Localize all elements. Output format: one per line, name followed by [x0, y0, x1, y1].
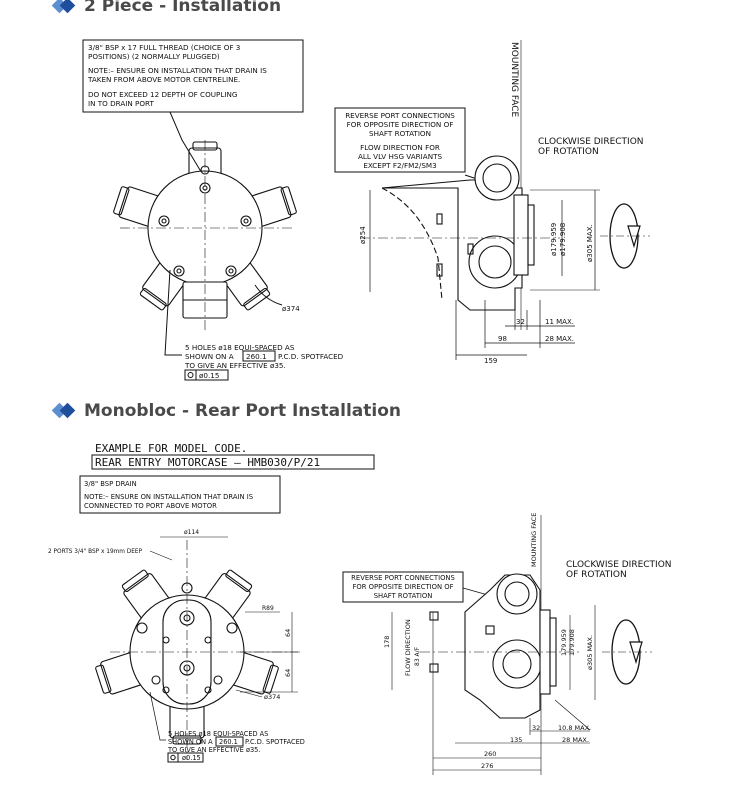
holes-note-text: SHOWN ON A: [185, 352, 234, 361]
note-text: FLOW DIRECTION FOR: [360, 143, 440, 152]
note-text: CONNNECTED TO PORT ABOVE MOTOR: [84, 502, 217, 510]
dim-label: ø305 MAX.: [586, 635, 594, 670]
ports-label: 2 PORTS 3/4" BSP x 19mm DEEP: [48, 549, 143, 555]
note-text: 3/8" BSP DRAIN: [84, 480, 137, 488]
drain-note-box: [79, 475, 281, 514]
holes-note-text: TO GIVE AN EFFECTIVE ø35.: [167, 746, 260, 754]
two-piece-drawing: 3/8" BSP x 17 FULL THREAD (CHOICE OF 3 P…: [82, 39, 650, 381]
leader-line: [169, 111, 204, 176]
note-text: EXCEPT F2/FM2/SM3: [363, 161, 436, 170]
dim-label: 135: [510, 736, 522, 744]
holes-note-text: P.C.D. SPOTFACED: [245, 738, 305, 746]
holes-pcd-value: 260.1: [246, 352, 267, 361]
side-view-monobloc: [429, 573, 557, 719]
note-text: FOR OPPOSITE DIRECTION OF: [347, 120, 454, 129]
reverse-port-note-box: [342, 571, 464, 603]
holes-note-text: P.C.D. SPOTFACED: [278, 352, 344, 361]
model-code-box: [91, 454, 375, 470]
reverse-port-note-box: [334, 107, 466, 173]
dim-label: 179.908: [568, 629, 576, 656]
note-text: FOR OPPOSITE DIRECTION OF: [353, 583, 454, 591]
dim-label: ø179.908: [559, 223, 567, 256]
holes-note-text: 5 HOLES ø18 EQUI-SPACED AS: [185, 343, 295, 352]
tolerance-value: ø0.15: [199, 371, 219, 380]
dim-label: 64: [284, 669, 292, 677]
mounting-face-label: MOUNTING FACE: [509, 42, 519, 118]
note-text: IN TO DRAIN PORT: [88, 99, 155, 108]
note-text: SHAFT ROTATION: [374, 592, 433, 600]
dim-label: 159: [484, 357, 497, 365]
dim-label: 83 A/F: [414, 646, 421, 666]
section-title-two-piece: 2 Piece - Installation: [51, 0, 282, 16]
note-text: POSITIONS) (2 NORMALLY PLUGGED): [88, 52, 220, 61]
side-view-motor: [381, 155, 535, 311]
note-text: REVERSE PORT CONNECTIONS: [351, 574, 455, 582]
note-text: ALL VLV HSG VARIANTS: [358, 152, 443, 161]
dim-label: 32: [532, 724, 540, 732]
dim-label: 64: [284, 629, 292, 637]
note-text: 3/8" BSP x 17 FULL THREAD (CHOICE OF 3: [88, 43, 240, 52]
dim-label: ø254: [359, 226, 367, 244]
dim-label: 276: [481, 762, 493, 770]
note-text: REVERSE PORT CONNECTIONS: [345, 111, 455, 120]
dim-label: ø374: [264, 693, 280, 701]
dim-label: 10.8 MAX.: [558, 724, 591, 732]
rotation-label: CLOCKWISE DIRECTION: [538, 137, 644, 147]
dim-label: ø374: [282, 305, 300, 313]
dim-label: 28 MAX.: [545, 335, 574, 343]
dim-label: 11 MAX.: [545, 318, 574, 326]
note-text: TAKEN FROM ABOVE MOTOR CENTRELINE.: [87, 75, 240, 84]
section-title-monobloc: Monobloc - Rear Port Installation: [51, 401, 401, 421]
rotation-label: CLOCKWISE DIRECTION: [566, 560, 672, 570]
dim-label: R89: [262, 605, 274, 612]
dim-label: 32: [516, 318, 525, 326]
dim-label: ø114: [184, 529, 199, 536]
dim-label: 260: [484, 750, 496, 758]
note-text: NOTE:– ENSURE ON INSTALLATION THAT DRAIN…: [88, 66, 267, 75]
drain-note-box: [82, 39, 304, 113]
dim-label: 179.959: [560, 629, 568, 656]
rotation-label: OF ROTATION: [566, 570, 627, 580]
dim-label: ø179.959: [550, 223, 558, 256]
note-text: DO NOT EXCEED 12 DEPTH OF COUPLING: [88, 90, 237, 99]
dim-label: 28 MAX.: [562, 736, 589, 744]
holes-pcd-value: 260.1: [219, 738, 238, 746]
flow-direction-label: FLOW DIRECTION: [404, 619, 412, 676]
note-text: SHAFT ROTATION: [369, 129, 431, 138]
rotation-arrow-icon: [600, 203, 650, 269]
dim-label: 98: [498, 335, 507, 343]
holes-note-text: TO GIVE AN EFFECTIVE ø35.: [184, 361, 286, 370]
leader-line: [164, 269, 182, 356]
dim-label: 178: [383, 636, 391, 648]
example-text: EXAMPLE FOR MODEL CODE.: [95, 442, 247, 455]
rotation-label: OF ROTATION: [538, 147, 599, 157]
holes-note-text: SHOWN ON A: [168, 738, 213, 746]
section-title-text: Monobloc - Rear Port Installation: [84, 401, 401, 421]
rotation-arrow-icon: [602, 619, 652, 685]
leader-line: [254, 284, 283, 306]
dim-label: ø305 MAX.: [586, 224, 594, 262]
monobloc-drawing: EXAMPLE FOR MODEL CODE. REAR ENTRY MOTOR…: [48, 442, 672, 775]
holes-note-text: 5 HOLES ø18 EQUI-SPACED AS: [168, 730, 268, 738]
note-text: NOTE:– ENSURE ON INSTALLATION THAT DRAIN…: [84, 493, 253, 501]
tolerance-value: ø0.15: [182, 754, 201, 762]
section-title-text: 2 Piece - Installation: [84, 0, 282, 16]
example-model-code: REAR ENTRY MOTORCASE – HMB030/P/21: [95, 456, 320, 469]
mounting-face-label: MOUNTING FACE: [530, 513, 538, 567]
